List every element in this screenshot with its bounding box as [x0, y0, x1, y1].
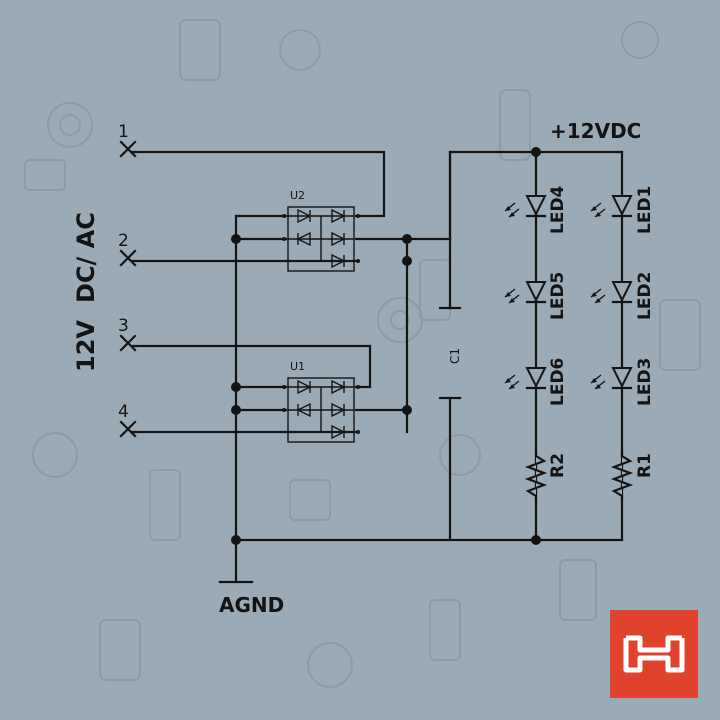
pin-label-2: 2 — [118, 231, 129, 251]
led-icon — [590, 367, 633, 390]
junction-dot — [531, 535, 541, 545]
resistor-icon — [610, 450, 634, 502]
led-label-5: LED5 — [548, 272, 568, 320]
junction-dot — [402, 405, 412, 415]
ground-label: AGND — [219, 593, 284, 617]
junctions — [231, 147, 541, 545]
junction-dot — [231, 234, 241, 244]
resistor-label-r1: R1 — [635, 453, 655, 478]
pin-terminals — [119, 140, 137, 438]
junction-dot — [402, 234, 412, 244]
resistor-label-r2: R2 — [548, 453, 568, 478]
pin-label-4: 4 — [118, 402, 129, 422]
led-icon — [504, 281, 547, 304]
brand-logo-icon — [610, 610, 698, 698]
capacitor-icon — [438, 306, 462, 400]
junction-dot — [531, 147, 541, 157]
led-label-2: LED2 — [635, 272, 655, 320]
input-type-label: DC/ AC — [72, 212, 100, 303]
input-voltage-label: 12V — [72, 320, 100, 372]
junction-dot — [402, 256, 412, 266]
ic-label-u2: U2 — [290, 189, 305, 202]
ic-label-u1: U1 — [290, 360, 305, 373]
led-icon — [590, 195, 633, 218]
led-label-3: LED3 — [635, 358, 655, 406]
supply-label: +12VDC — [550, 119, 641, 143]
resistor-icon — [524, 450, 548, 502]
junction-dot — [231, 405, 241, 415]
pin-label-3: 3 — [118, 316, 129, 336]
junction-dot — [231, 382, 241, 392]
bridge-rectifier-icon — [282, 377, 360, 443]
led-icon — [504, 367, 547, 390]
led-label-4: LED4 — [548, 185, 568, 234]
bridge-rectifier-icon — [282, 206, 360, 272]
led-label-6: LED6 — [548, 358, 568, 406]
junction-dot — [231, 535, 241, 545]
led-icon — [504, 195, 547, 218]
led-label-1: LED1 — [635, 186, 655, 234]
background-pattern — [24, 19, 701, 688]
pin-label-1: 1 — [118, 122, 129, 142]
led-icon — [590, 281, 633, 304]
capacitor-label: C1 — [448, 348, 462, 364]
